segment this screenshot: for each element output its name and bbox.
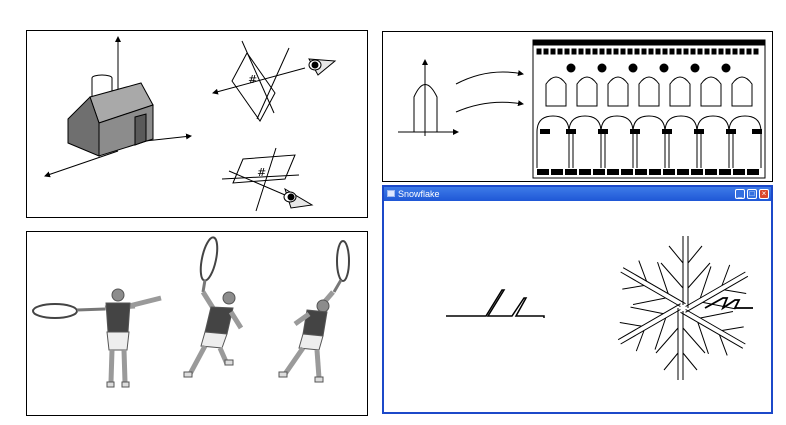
racket-1: [32, 303, 78, 319]
profile-curve-axes: [398, 59, 459, 136]
snowflake-canvas: [446, 236, 760, 381]
facade-upper-windows: [545, 76, 753, 107]
racket-2: [199, 236, 219, 282]
tennis-poses-drawing: [32, 236, 350, 388]
facade-frieze: [536, 48, 759, 55]
facade-building: [532, 39, 766, 179]
app-icon: [387, 190, 395, 197]
window-title: Snowflake: [398, 189, 440, 199]
tennis-poses-panel: [26, 231, 368, 416]
tennis-pose-1: [32, 288, 162, 388]
facade-arcade: [536, 115, 762, 168]
house-projection-drawing: # #: [44, 36, 337, 212]
facade-roundels: [566, 63, 731, 73]
window-client-area: [384, 201, 771, 412]
maximize-button[interactable]: □: [747, 189, 757, 199]
koch-segment-curve: [446, 289, 545, 318]
house-model: [67, 74, 154, 157]
snowflake-window: Snowflake _ □ ×: [382, 185, 773, 414]
tennis-pose-2: [183, 236, 244, 378]
minimize-button[interactable]: _: [735, 189, 745, 199]
facade-base: [537, 169, 759, 175]
projection-plane-bottom: #: [221, 147, 314, 212]
racket-3: [336, 240, 350, 282]
projection-plane-top: #: [212, 40, 337, 122]
facade-panel: [382, 31, 773, 182]
mapping-arrows: [455, 70, 524, 113]
projection-label-top: #: [248, 73, 257, 86]
snowflake-shape: [606, 236, 760, 381]
tennis-pose-3: [278, 240, 350, 383]
close-button[interactable]: ×: [759, 189, 769, 199]
window-titlebar[interactable]: Snowflake _ □ ×: [384, 187, 771, 201]
facade-drawing: [398, 39, 766, 179]
facade-capitals: [540, 129, 762, 134]
house-projection-panel: # #: [26, 30, 368, 218]
projection-label-bottom: #: [257, 166, 266, 179]
